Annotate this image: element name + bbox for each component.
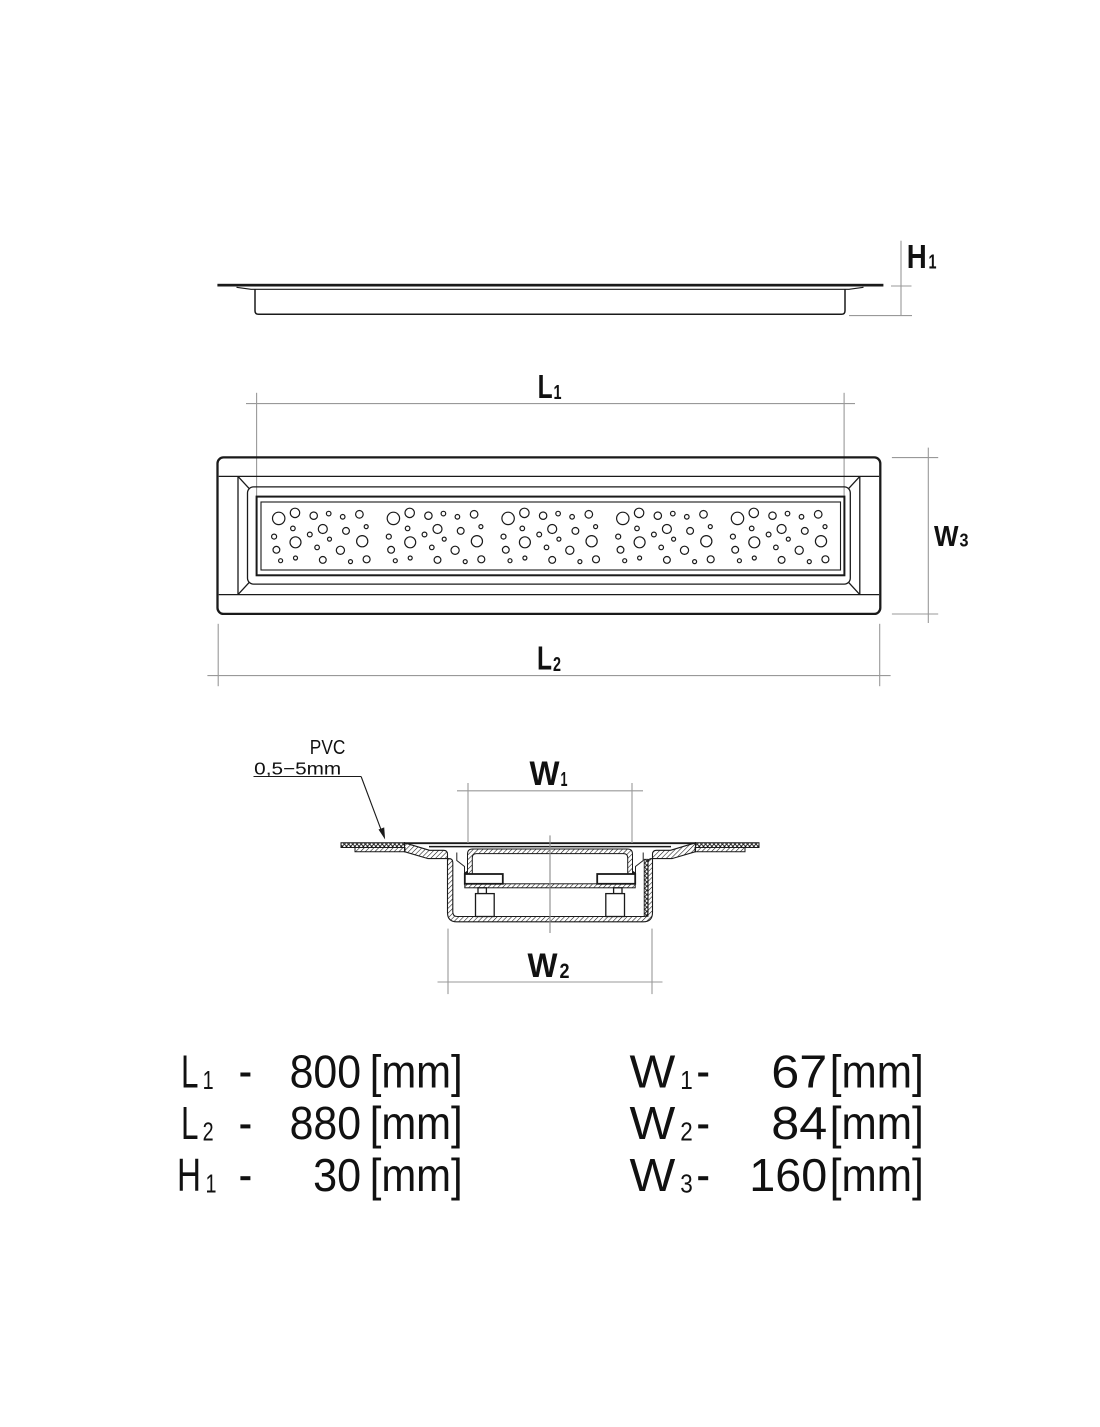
- svg-text:30: 30: [313, 1149, 361, 1201]
- svg-text:W: W: [530, 755, 561, 793]
- svg-text:H: H: [177, 1149, 201, 1201]
- svg-text:L: L: [538, 368, 553, 405]
- svg-text:800: 800: [290, 1045, 362, 1097]
- svg-text:3: 3: [680, 1169, 693, 1199]
- svg-text:[mm]: [mm]: [370, 1149, 463, 1201]
- svg-text:1: 1: [561, 769, 568, 791]
- svg-text:W: W: [528, 947, 559, 985]
- svg-text:L: L: [181, 1097, 199, 1149]
- svg-text:1: 1: [206, 1169, 217, 1199]
- svg-text:84: 84: [771, 1097, 827, 1149]
- svg-text:[mm]: [mm]: [370, 1045, 463, 1097]
- svg-text:L: L: [181, 1045, 199, 1097]
- svg-text:1: 1: [680, 1065, 693, 1095]
- svg-text:880: 880: [290, 1097, 362, 1149]
- svg-text:L: L: [537, 640, 552, 677]
- svg-text:3: 3: [960, 529, 969, 550]
- svg-text:W: W: [630, 1045, 676, 1097]
- svg-text:1: 1: [203, 1065, 214, 1095]
- svg-text:[mm]: [mm]: [370, 1097, 463, 1149]
- svg-text:2: 2: [680, 1117, 693, 1147]
- svg-text:2: 2: [553, 654, 561, 676]
- svg-text:1: 1: [554, 382, 562, 404]
- svg-text:W: W: [630, 1149, 676, 1201]
- svg-text:2: 2: [560, 960, 570, 983]
- svg-text:W: W: [630, 1097, 676, 1149]
- svg-text:H: H: [907, 238, 927, 275]
- svg-text:2: 2: [203, 1117, 214, 1147]
- svg-text:W: W: [934, 521, 959, 553]
- svg-text:[mm]: [mm]: [830, 1149, 924, 1201]
- svg-text:[mm]: [mm]: [830, 1097, 924, 1149]
- svg-text:160: 160: [749, 1149, 827, 1201]
- svg-text:PVC: PVC: [310, 737, 346, 759]
- svg-text:0,5−5mm: 0,5−5mm: [254, 759, 341, 779]
- svg-text:67: 67: [771, 1045, 827, 1097]
- svg-text:1: 1: [929, 252, 937, 274]
- svg-text:[mm]: [mm]: [830, 1045, 924, 1097]
